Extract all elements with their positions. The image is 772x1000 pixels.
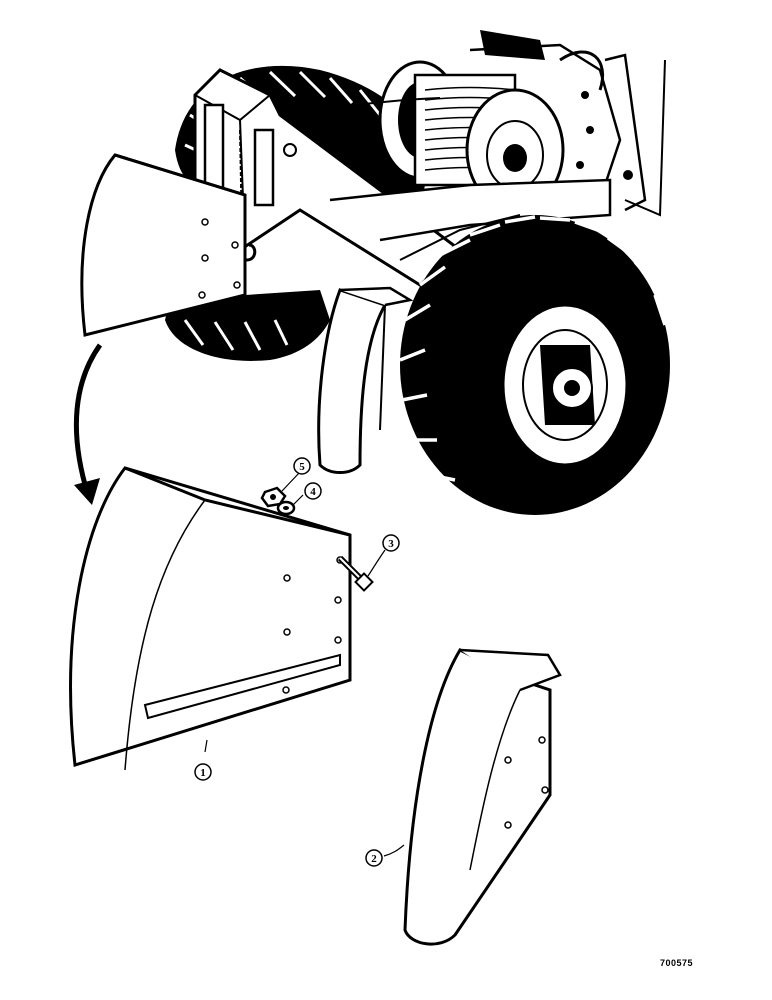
nut-part-5 xyxy=(260,486,287,508)
callout-4: 4 xyxy=(304,482,322,500)
fender-part-1 xyxy=(69,466,352,771)
svg-text:3: 3 xyxy=(388,538,394,550)
svg-text:1: 1 xyxy=(200,767,206,779)
svg-text:2: 2 xyxy=(371,853,377,865)
svg-text:5: 5 xyxy=(299,461,305,473)
lower-rear-tire xyxy=(165,290,330,361)
callout-3: 3 xyxy=(382,534,400,552)
installation-arrow xyxy=(73,343,103,505)
leader-lines xyxy=(204,471,405,857)
callout-5: 5 xyxy=(293,457,311,475)
bolt-part-3 xyxy=(337,555,374,592)
front-tire xyxy=(399,215,670,515)
fender-part-2 xyxy=(403,648,562,946)
winch-assembly xyxy=(244,30,666,217)
washer-part-4 xyxy=(276,500,296,516)
installed-left-fender xyxy=(80,153,247,337)
svg-text:4: 4 xyxy=(310,486,316,498)
callout-2: 2 xyxy=(365,849,383,867)
figure-number: 700575 xyxy=(660,958,694,968)
callout-1: 1 xyxy=(194,763,212,781)
installed-right-fender xyxy=(317,286,414,474)
